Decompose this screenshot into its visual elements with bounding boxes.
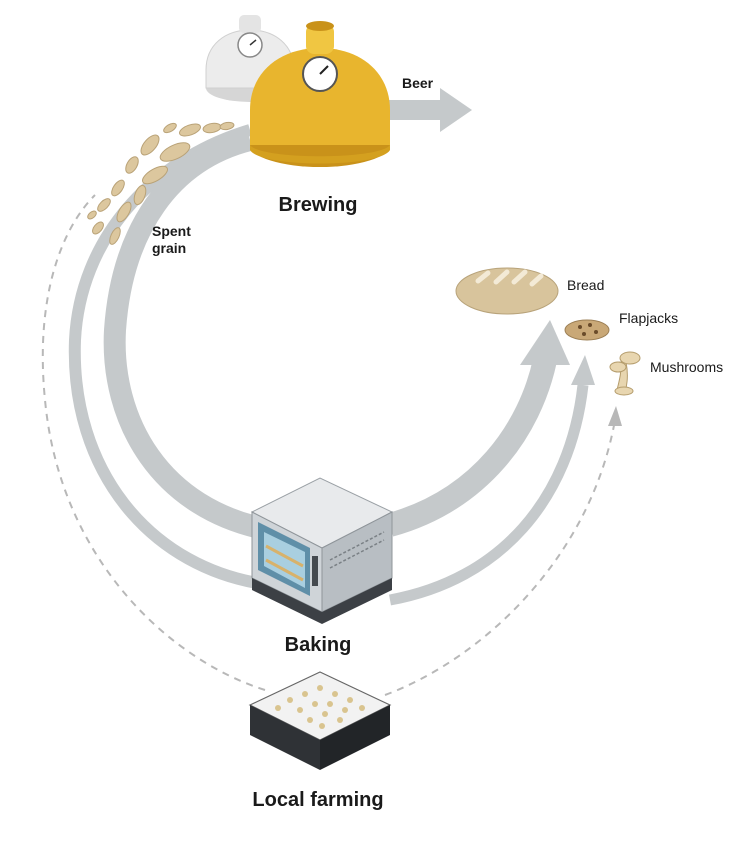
- oven-to-bread-arrowhead: [520, 320, 570, 365]
- product-label-mushrooms: Mushrooms: [650, 359, 723, 375]
- dashed-loop-arrowhead: [608, 406, 622, 426]
- baking-label: Baking: [285, 634, 352, 656]
- bread-icon: [455, 267, 559, 315]
- grain-flow-inner-arc: [103, 129, 273, 541]
- dashed-loop-right: [384, 419, 616, 696]
- mushroom-icon: [609, 351, 641, 396]
- brewing-label: Brewing: [279, 194, 358, 216]
- oven-icon: [250, 477, 394, 624]
- flapjack-icon: [564, 319, 610, 341]
- product-label-bread: Bread: [567, 277, 604, 293]
- beer-arrow-shaft: [388, 100, 440, 120]
- local-farming-label: Local farming: [252, 789, 383, 811]
- beer-arrow-head: [440, 88, 472, 132]
- grow-tray-icon: [248, 671, 392, 770]
- brew-kettle-icon: [250, 21, 390, 167]
- oven-to-bread-arrow: [386, 357, 557, 537]
- beer-label: Beer: [402, 75, 434, 91]
- oven-to-flapjacks-arrowhead: [571, 355, 595, 385]
- spent-grain-label-line1: Spent: [152, 223, 191, 239]
- dashed-loop-left: [41, 194, 266, 691]
- product-label-flapjacks: Flapjacks: [619, 310, 678, 326]
- spent-grain-label-line2: grain: [152, 240, 186, 256]
- grain-icon: [87, 121, 235, 245]
- oven-to-flapjacks-arrow: [389, 384, 589, 606]
